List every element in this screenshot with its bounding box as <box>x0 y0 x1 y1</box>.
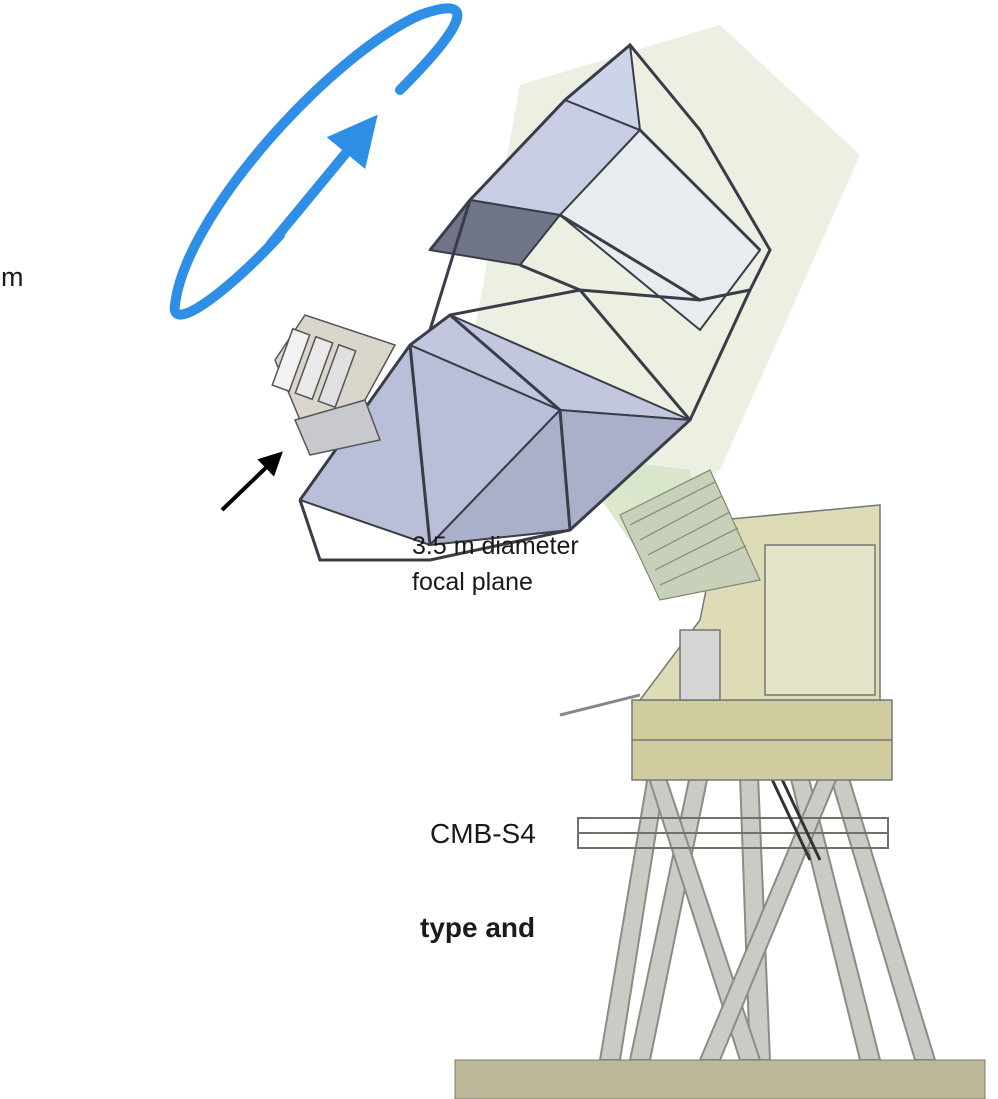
ground-base <box>454 1059 986 1099</box>
telescope-name-label: CMB-S4 <box>430 818 536 849</box>
rotation-arrow <box>169 3 463 320</box>
focal-plane-caption-line2: focal plane <box>412 568 533 596</box>
receiver-cryostat <box>271 314 397 456</box>
focal-plane-caption: 3.5 m diameter focal plane <box>412 528 579 600</box>
telescope-panels <box>298 43 762 547</box>
truss-frame <box>298 42 772 562</box>
bold-text-fragment: type and <box>420 912 536 943</box>
cut-off-label: m <box>1 262 24 292</box>
mount-yoke <box>559 504 893 781</box>
focal-plane-pointer-arrow <box>220 451 283 512</box>
support-tower <box>577 774 937 1061</box>
focal-plane-caption-line1: 3.5 m diameter <box>412 532 579 560</box>
bellows <box>619 469 761 601</box>
